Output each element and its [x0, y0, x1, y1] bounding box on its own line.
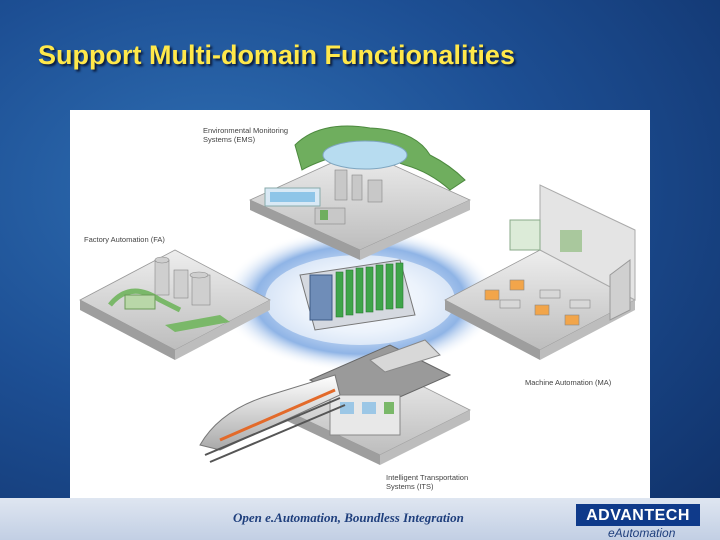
label-ems: Environmental Monitoring Systems (EMS) [203, 126, 288, 144]
footer-tagline: Open e.Automation, Boundless Integration [233, 510, 464, 526]
label-ems-line1: Environmental Monitoring [203, 126, 288, 135]
advantech-logo: ADVANTECH eAutomation [568, 500, 720, 540]
label-ems-line2: Systems (EMS) [203, 135, 288, 144]
logo-text: ADVANTECH [576, 507, 700, 525]
label-its-line2: Systems (ITS) [386, 482, 468, 491]
illustration-graphic [70, 110, 650, 498]
label-fa: Factory Automation (FA) [84, 235, 165, 244]
label-ma: Machine Automation (MA) [525, 378, 611, 387]
domains-illustration: Environmental Monitoring Systems (EMS) F… [70, 110, 650, 498]
logo-subtitle: eAutomation [608, 526, 675, 540]
label-its: Intelligent Transportation Systems (ITS) [386, 473, 468, 491]
label-fa-line1: Factory Automation (FA) [84, 235, 165, 244]
logo-box: ADVANTECH [576, 504, 700, 526]
label-ma-line1: Machine Automation (MA) [525, 378, 611, 387]
slide-title: Support Multi-domain Functionalities [38, 40, 515, 71]
label-its-line1: Intelligent Transportation [386, 473, 468, 482]
footer-bar: Open e.Automation, Boundless Integration… [0, 498, 720, 540]
